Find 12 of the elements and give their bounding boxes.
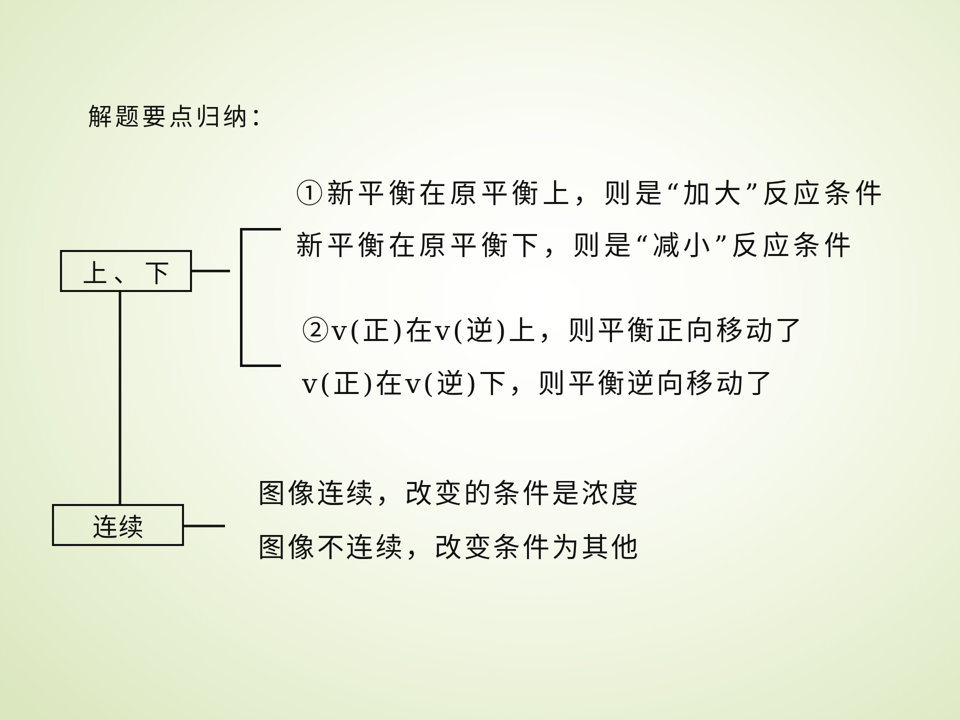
text-line: v(正)在v(逆)下，则平衡逆向移动了	[302, 369, 776, 401]
connector-line	[184, 524, 225, 528]
text-line: 图像不连续，改变条件为其他	[258, 533, 640, 565]
text-line: 图像连续，改变的条件是浓度	[258, 479, 640, 511]
text-line: ①新平衡在原平衡上，则是“加大”反应条件	[296, 179, 886, 211]
connector-line	[118, 292, 122, 504]
text-box: 连续	[52, 504, 184, 546]
connector-line	[192, 270, 230, 272]
text-box: 上、下	[60, 250, 192, 292]
text-line: 新平衡在原平衡下，则是“减小”反应条件	[296, 231, 855, 263]
text-line: ②v(正)在v(逆)上，则平衡正向移动了	[302, 316, 805, 348]
heading: 解题要点归纳：	[88, 102, 277, 132]
